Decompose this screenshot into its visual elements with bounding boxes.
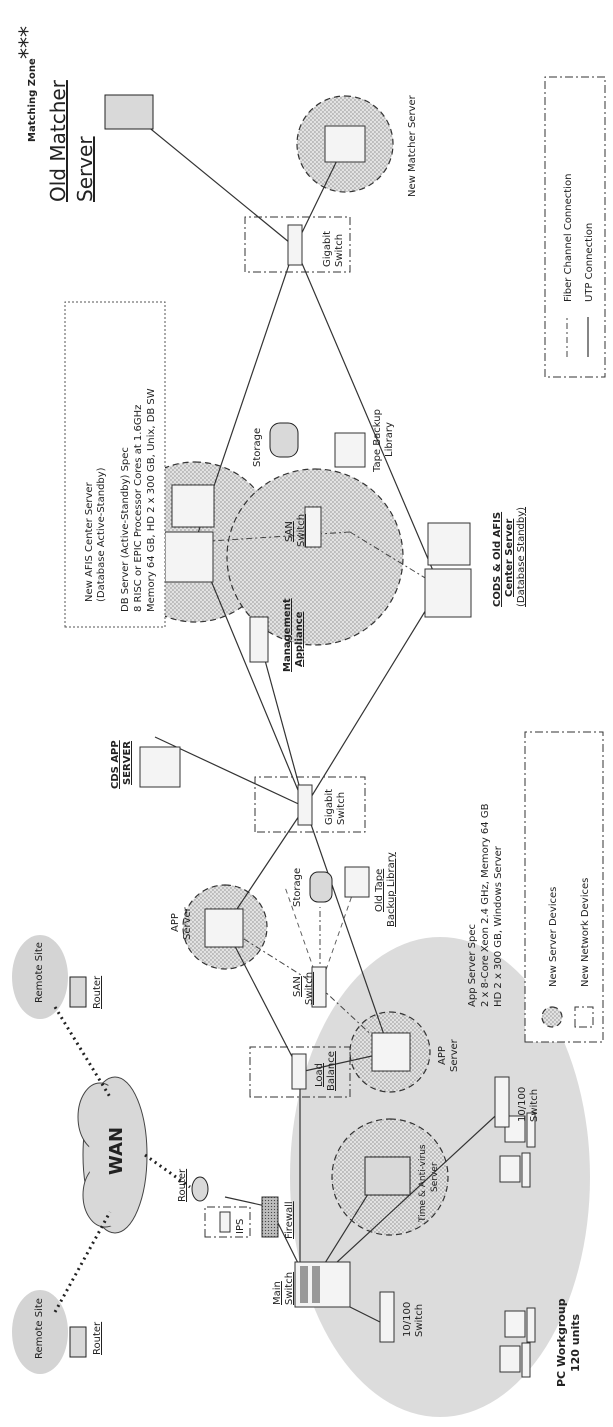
gigabit-switch-2-icon <box>288 225 302 265</box>
router-3-label: Router <box>177 1168 188 1202</box>
legend-fiber-label: Fiber Channel Connection <box>563 174 574 302</box>
remote-router-1-icon <box>70 1327 86 1357</box>
remote-site-1-label: Remote Site <box>34 1298 45 1359</box>
app-spec-line-2: HD 2 x 300 GB, Windows Server <box>493 845 504 1007</box>
pc-workstation-2-icon <box>505 1308 535 1342</box>
management-appliance-icon <box>250 617 268 662</box>
cods-server-b-icon <box>428 523 470 565</box>
legend-utp-label: UTP Connection <box>584 223 595 302</box>
load-balance-label-1: Load <box>314 1063 325 1087</box>
remote-site-2-label: Remote Site <box>34 942 45 1003</box>
cods-server-a-icon <box>425 569 471 617</box>
pc-workstation-1-icon <box>500 1343 530 1377</box>
legend-server-swatch <box>542 1007 562 1027</box>
pc-workgroup-label-2: 120 units <box>569 1314 582 1372</box>
wan-label: WAN <box>106 1127 127 1175</box>
gigabit-switch-1-icon <box>298 785 312 825</box>
old-tape-library-icon <box>345 867 369 897</box>
switch-10-100-b-icon <box>495 1077 509 1127</box>
san-switch-2-label-1: SAN <box>284 521 295 542</box>
load-balance-icon <box>292 1054 306 1089</box>
new-afis-server-a-icon <box>165 532 213 582</box>
remote-router-2-icon <box>70 977 86 1007</box>
storage-2-label: Storage <box>252 428 263 467</box>
pc-workgroup-label-1: PC Workgroup <box>555 1298 568 1387</box>
app-server-2-label-1: APP <box>437 1046 448 1065</box>
main-switch-label-2: Switch <box>284 1272 295 1305</box>
old-matcher-server-icon <box>105 95 153 129</box>
new-matcher-server-icon <box>325 126 365 162</box>
wan-link-remote-1 <box>55 1212 110 1312</box>
san-switch-2-icon <box>305 507 321 547</box>
cds-app-label-1: CDS APP <box>110 740 121 789</box>
ips-icon <box>220 1212 230 1232</box>
db-spec-line-2: Memory 64 GB, HD 2 x 300 GB, Unix, DB SW <box>146 388 157 612</box>
gigabit-switch-2-label-1: Gigabit <box>322 231 333 267</box>
app-server-1-icon <box>205 909 243 947</box>
cods-label-2: Center Server <box>504 519 515 597</box>
mgmt-label-1: Management <box>282 598 293 672</box>
app-server-2-icon <box>372 1033 410 1071</box>
tape-backup-label-1: Tape Backup <box>372 409 383 473</box>
app-server-1-label-1: APP <box>170 913 181 932</box>
db-spec-title: DB Server (Active-Standby) Spec <box>120 447 131 612</box>
storage-1-icon <box>310 872 332 902</box>
matching-zone-label: Matching Zone <box>27 58 38 142</box>
cds-app-server-icon <box>140 747 180 787</box>
new-afis-label-1: New AFIS Center Server <box>84 481 95 602</box>
main-switch-label-1: Main <box>272 1281 283 1305</box>
new-matcher-label: New Matcher Server <box>407 94 418 197</box>
stars-label: *** <box>16 26 41 59</box>
router-1-label: Router <box>92 1321 103 1355</box>
san-switch-1-label-2: Switch <box>304 972 315 1005</box>
time-av-label-2: Server <box>430 1162 440 1192</box>
pc-workstation-3-icon <box>500 1153 530 1187</box>
legend-connections-box <box>545 77 605 377</box>
san-switch-1-label-1: SAN <box>292 976 303 997</box>
cods-label-3: (Database Standby) <box>516 507 527 607</box>
legend-new-network-label: New Network Devices <box>580 878 591 987</box>
switch-10-100-a-label-1: 10/100 <box>402 1302 413 1337</box>
old-matcher-label-2: Server <box>73 136 97 202</box>
cds-app-label-2: SERVER <box>122 741 133 785</box>
firewall-icon <box>262 1197 278 1237</box>
storage-1-label: Storage <box>292 868 303 907</box>
legend-new-server-label: New Server Devices <box>548 887 559 987</box>
app-server-1-label-2: Server <box>182 906 193 940</box>
san-switch-2-label-2: Switch <box>296 514 307 547</box>
storage-2-icon <box>270 423 298 457</box>
tape-backup-label-2: Library <box>384 422 395 457</box>
ips-label: IPS <box>235 1219 246 1234</box>
old-tape-label-1: Old Tape <box>374 869 385 912</box>
tape-backup-library-icon <box>335 433 365 467</box>
old-matcher-label-1: Old Matcher <box>46 79 70 202</box>
gigabit-switch-1-label-2: Switch <box>336 792 347 825</box>
switch-10-100-a-label-2: Switch <box>414 1304 425 1337</box>
cods-label-1: CODS & Old AFIS <box>492 512 503 607</box>
legend-devices-box <box>525 732 603 1042</box>
switch-10-100-b-label-2: Switch <box>529 1089 540 1122</box>
db-spec-line-1: 8 RISC or EPIC Processor Cores at 1.6GHz <box>133 405 144 612</box>
gigabit-switch-1-label-1: Gigabit <box>324 789 335 825</box>
switch-10-100-b-label-1: 10/100 <box>517 1087 528 1122</box>
new-afis-label-2: (Database Active-Standby) <box>96 467 107 602</box>
app-spec-title: App Server Spec <box>467 924 478 1007</box>
firewall-label: Firewall <box>284 1201 295 1239</box>
gigabit-switch-2-label-2: Switch <box>334 234 345 267</box>
time-av-label-1: Time & Anti-virus <box>418 1144 428 1223</box>
switch-10-100-a-icon <box>380 1292 394 1342</box>
app-server-2-label-2: Server <box>449 1038 460 1072</box>
old-tape-label-2: Backup Library <box>386 852 397 927</box>
time-av-server-icon <box>365 1157 410 1195</box>
router-2-label: Router <box>92 975 103 1009</box>
router-icon <box>192 1177 208 1201</box>
new-afis-server-b-icon <box>172 485 214 527</box>
mgmt-label-2: Appliance <box>294 611 305 667</box>
app-spec-line-1: 2 x 8-Core Xeon 2.4 GHz, Memory 64 GB <box>480 803 491 1007</box>
load-balance-label-2: Balance <box>326 1051 337 1091</box>
